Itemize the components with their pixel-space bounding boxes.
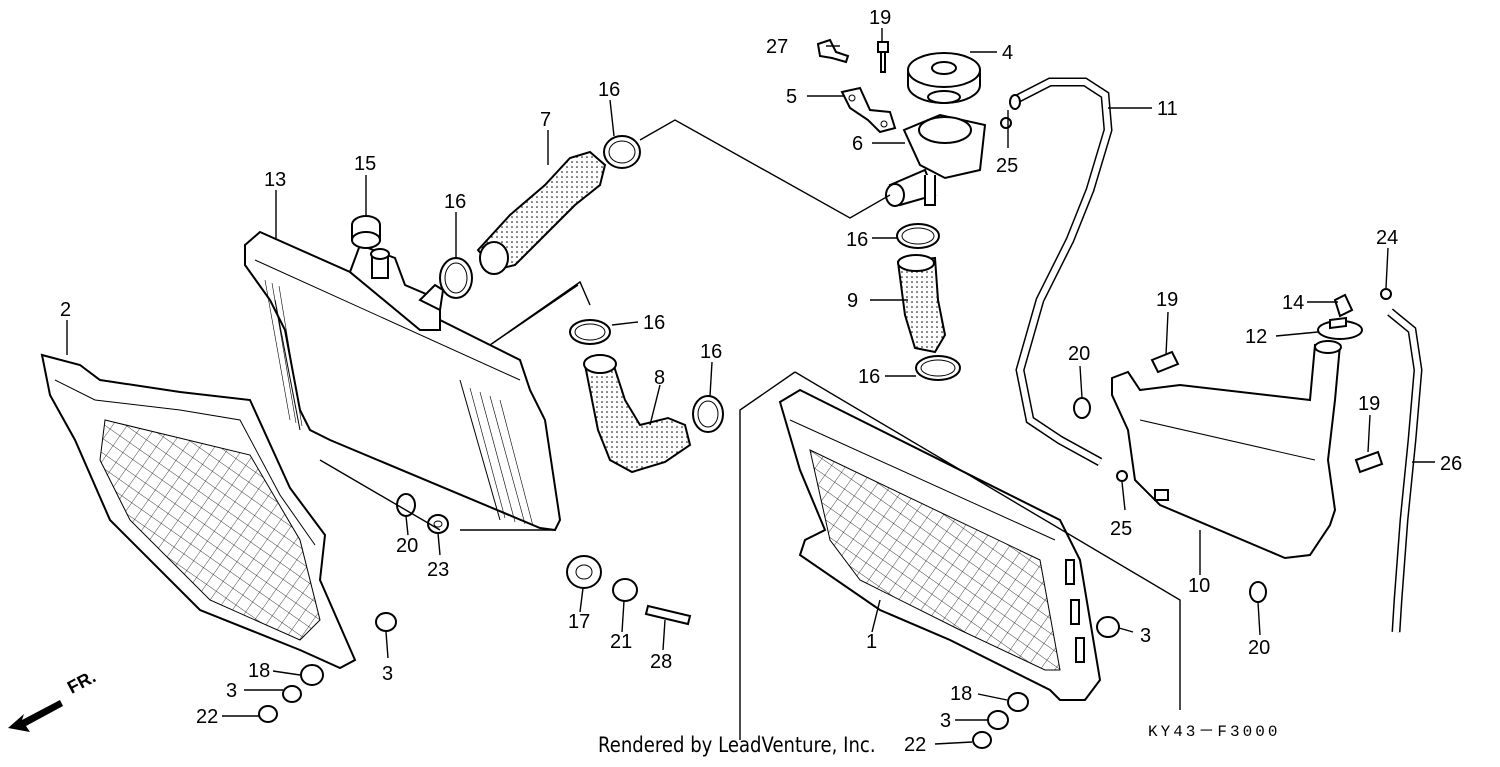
- callout-20: 20: [1248, 637, 1270, 659]
- callout-17: 17: [568, 611, 590, 633]
- cap-bolts: [816, 38, 889, 73]
- callout-16: 16: [858, 366, 880, 388]
- callout-25: 25: [996, 155, 1018, 177]
- lower-hose: [583, 354, 692, 474]
- callout-14: 14: [1282, 292, 1304, 314]
- radiator-cap: [907, 52, 981, 104]
- tank-cap: [1317, 293, 1363, 340]
- callout-28: 28: [650, 651, 672, 673]
- credit-text: Rendered by LeadVenture, Inc.: [598, 733, 876, 757]
- right-radiator-grille: [778, 388, 1102, 701]
- upper-hose: [476, 150, 607, 275]
- callout-25: 25: [1110, 518, 1132, 540]
- callout-20: 20: [1068, 343, 1090, 365]
- callout-18: 18: [950, 683, 972, 705]
- callout-16: 16: [643, 312, 665, 334]
- callout-9: 9: [847, 290, 858, 312]
- callout-16: 16: [700, 341, 722, 363]
- callout-26: 26: [1440, 453, 1462, 475]
- mounting-bracket: [840, 86, 897, 134]
- callout-4: 4: [1002, 42, 1013, 64]
- callout-6: 6: [852, 133, 863, 155]
- callout-1: 1: [866, 631, 877, 653]
- callout-12: 12: [1245, 326, 1267, 348]
- callout-3: 3: [382, 663, 393, 685]
- callout-16: 16: [598, 79, 620, 101]
- callout-7: 7: [540, 109, 551, 131]
- callout-10: 10: [1188, 575, 1210, 597]
- callout-18: 18: [248, 660, 270, 682]
- callout-22: 22: [904, 734, 926, 756]
- front-direction-arrow: [8, 700, 63, 732]
- callout-13: 13: [264, 169, 286, 191]
- callout-labels: 1 2 3 3 3 3 4 5 6 7 8 9 10 11 12 13 14 1…: [60, 7, 1462, 756]
- callout-22: 22: [196, 706, 218, 728]
- breather-tube: [1387, 308, 1423, 633]
- callout-21: 21: [610, 631, 632, 653]
- callout-5: 5: [786, 86, 797, 108]
- callout-16: 16: [846, 229, 868, 251]
- callout-3: 3: [940, 710, 951, 732]
- callout-27: 27: [766, 36, 788, 58]
- short-hose: [896, 254, 947, 354]
- hose-clamps: [439, 135, 961, 433]
- fasteners: [258, 117, 1392, 749]
- filler-neck: [885, 113, 987, 207]
- callout-3: 3: [226, 680, 237, 702]
- radiator-core: [244, 230, 562, 532]
- callout-19: 19: [869, 7, 891, 29]
- leader-lines: [66, 28, 1435, 745]
- diagram-code: KY43－F3000: [1148, 723, 1281, 741]
- callout-3: 3: [1140, 625, 1151, 647]
- callout-20: 20: [396, 535, 418, 557]
- callout-16: 16: [444, 191, 466, 213]
- callout-19: 19: [1156, 289, 1178, 311]
- callout-15: 15: [354, 153, 376, 175]
- callout-24: 24: [1376, 227, 1398, 249]
- reserve-tank: [1111, 340, 1342, 560]
- callout-23: 23: [427, 559, 449, 581]
- callout-19: 19: [1358, 393, 1380, 415]
- callout-11: 11: [1157, 98, 1178, 120]
- left-radiator-grille: [40, 353, 357, 670]
- overflow-tube: [1009, 77, 1113, 466]
- callout-8: 8: [654, 367, 665, 389]
- callout-2: 2: [60, 299, 71, 321]
